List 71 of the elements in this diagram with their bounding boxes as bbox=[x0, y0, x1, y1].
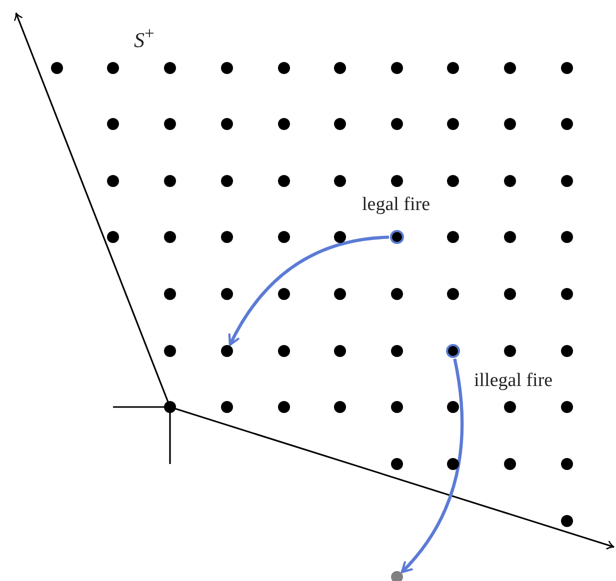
dot bbox=[278, 62, 290, 74]
dot bbox=[107, 175, 119, 187]
dot bbox=[334, 231, 346, 243]
dot bbox=[334, 175, 346, 187]
dot bbox=[447, 458, 459, 470]
dot bbox=[561, 345, 573, 357]
dot bbox=[391, 571, 403, 581]
dot bbox=[504, 231, 516, 243]
arrow bbox=[228, 236, 390, 346]
dot bbox=[107, 118, 119, 130]
dot bbox=[561, 175, 573, 187]
dot bbox=[221, 62, 233, 74]
dot bbox=[278, 118, 290, 130]
dot bbox=[221, 401, 233, 413]
dot bbox=[221, 288, 233, 300]
dot bbox=[447, 401, 459, 413]
dot bbox=[504, 401, 516, 413]
dot bbox=[561, 458, 573, 470]
dot bbox=[391, 458, 403, 470]
dot bbox=[164, 288, 176, 300]
arrow bbox=[400, 358, 464, 574]
dot bbox=[561, 62, 573, 74]
dot bbox=[107, 231, 119, 243]
dot bbox=[504, 345, 516, 357]
dot bbox=[278, 345, 290, 357]
dot bbox=[504, 458, 516, 470]
dot bbox=[221, 231, 233, 243]
dot bbox=[447, 231, 459, 243]
dot bbox=[164, 62, 176, 74]
dot bbox=[504, 62, 516, 74]
dot bbox=[504, 118, 516, 130]
dot bbox=[391, 175, 403, 187]
dot bbox=[334, 345, 346, 357]
edge-label: illegal fire bbox=[472, 371, 555, 392]
dot bbox=[221, 175, 233, 187]
dot bbox=[447, 288, 459, 300]
dot bbox=[391, 288, 403, 300]
dot bbox=[278, 231, 290, 243]
dot bbox=[334, 288, 346, 300]
dot bbox=[391, 401, 403, 413]
dot bbox=[164, 345, 176, 357]
dot bbox=[334, 118, 346, 130]
dot bbox=[334, 401, 346, 413]
dot bbox=[164, 175, 176, 187]
dot bbox=[391, 345, 403, 357]
dot bbox=[561, 231, 573, 243]
dot bbox=[391, 62, 403, 74]
dot bbox=[504, 175, 516, 187]
dot bbox=[391, 118, 403, 130]
dot bbox=[278, 175, 290, 187]
dot bbox=[447, 175, 459, 187]
dot bbox=[447, 118, 459, 130]
dot bbox=[107, 62, 119, 74]
dot bbox=[561, 118, 573, 130]
dot bbox=[278, 401, 290, 413]
dot bbox=[334, 62, 346, 74]
dot bbox=[164, 401, 176, 413]
dot bbox=[164, 118, 176, 130]
dot bbox=[221, 118, 233, 130]
dot bbox=[221, 345, 233, 357]
dot bbox=[164, 231, 176, 243]
dot bbox=[51, 62, 63, 74]
dot bbox=[390, 230, 404, 244]
dot bbox=[504, 288, 516, 300]
dot bbox=[446, 344, 460, 358]
dot bbox=[278, 288, 290, 300]
dot bbox=[447, 62, 459, 74]
dot bbox=[561, 288, 573, 300]
dot bbox=[561, 401, 573, 413]
edge-label: legal fire bbox=[360, 195, 432, 216]
dot bbox=[561, 515, 573, 527]
